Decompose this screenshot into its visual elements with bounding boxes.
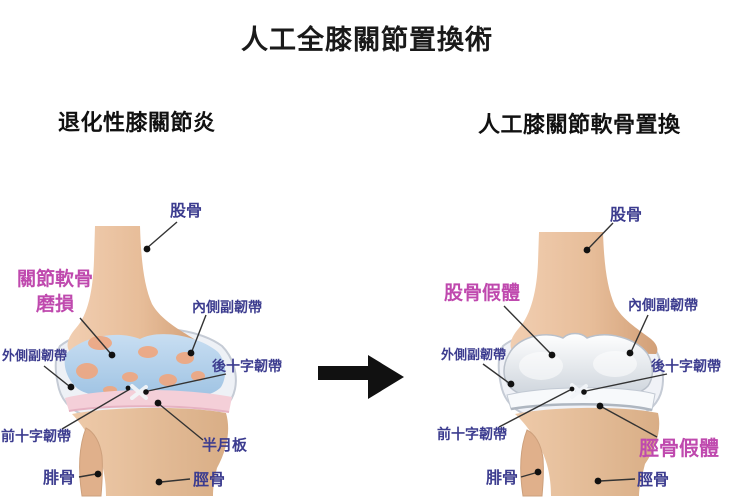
right-panel-title: 人工膝關節軟骨置換 — [478, 112, 681, 137]
leader-left-tibia — [160, 478, 191, 483]
leader-left-mcl — [191, 314, 207, 352]
leader-left-femur — [146, 221, 178, 249]
leader-right-acl — [498, 389, 571, 428]
leader-right-pcl — [585, 373, 668, 392]
label-right-tibial-prosthesis: 脛骨假體 — [639, 438, 719, 460]
leader-right-lcl — [482, 363, 510, 384]
label-right-femur: 股骨 — [610, 207, 643, 224]
leader-left-fibula — [78, 473, 97, 478]
prosthesis-highlights — [519, 351, 637, 380]
label-left-anterior-cruciate-ligament: 前十字韌帶 — [1, 428, 71, 444]
leader-left-cartilage-wear — [79, 317, 112, 355]
label-left-posterior-cruciate-ligament: 後十字韌帶 — [212, 358, 282, 374]
leader-right-fibula — [520, 472, 536, 478]
leader-right-femur — [587, 222, 614, 250]
cruciate-ligament-cross — [570, 383, 588, 399]
page-title: 人工全膝關節置換術 — [241, 25, 493, 55]
right-knee-illustration — [497, 232, 664, 497]
label-right-posterior-cruciate-ligament: 後十字韌帶 — [651, 358, 721, 374]
label-left-lateral-collateral-ligament: 外側副韌帶 — [2, 348, 68, 363]
tibia-bone — [72, 407, 229, 496]
leader-left-lcl — [43, 365, 70, 387]
label-left-cartilage-wear: 關節軟骨 磨損 — [16, 269, 93, 315]
label-left-tibia: 脛骨 — [193, 472, 226, 489]
cruciate-ligament-cross — [130, 384, 148, 400]
label-right-tibia: 脛骨 — [637, 472, 670, 489]
label-right-anterior-cruciate-ligament: 前十字韌帶 — [437, 426, 507, 442]
label-right-fibula: 腓骨 — [486, 470, 519, 487]
femur-bone — [67, 226, 201, 354]
leader-left-pcl — [147, 373, 227, 392]
leader-left-acl — [61, 388, 131, 430]
arrow-right-icon — [318, 355, 404, 399]
label-right-medial-collateral-ligament: 內側副韌帶 — [628, 297, 698, 313]
left-panel-title: 退化性膝關節炎 — [58, 110, 216, 135]
cartilage-layer — [64, 334, 226, 398]
tibia-bone — [515, 407, 660, 496]
fibula-bone — [520, 429, 544, 497]
label-left-fibula: 腓骨 — [43, 470, 76, 487]
label-left-medial-collateral-ligament: 內側副韌帶 — [192, 299, 262, 315]
leader-right-mcl — [630, 314, 649, 353]
fibula-bone — [79, 427, 103, 497]
meniscus-edge — [68, 405, 230, 413]
leader-left-meniscus — [158, 403, 204, 441]
femur-bone — [510, 232, 658, 354]
label-left-femur: 股骨 — [170, 203, 203, 220]
label-right-femoral-prosthesis: 股骨假體 — [444, 283, 521, 304]
leader-right-tibial-prosthesis — [601, 406, 658, 438]
leader-right-femoral-prosthesis — [503, 305, 552, 355]
tibial-tray-edge — [510, 403, 653, 412]
leader-right-tibia — [599, 478, 636, 482]
femoral-prosthesis-cap — [503, 332, 654, 399]
label-right-lateral-collateral-ligament: 外側副韌帶 — [441, 347, 507, 362]
label-left-meniscus: 半月板 — [202, 437, 248, 454]
leader-dots — [67, 245, 634, 486]
